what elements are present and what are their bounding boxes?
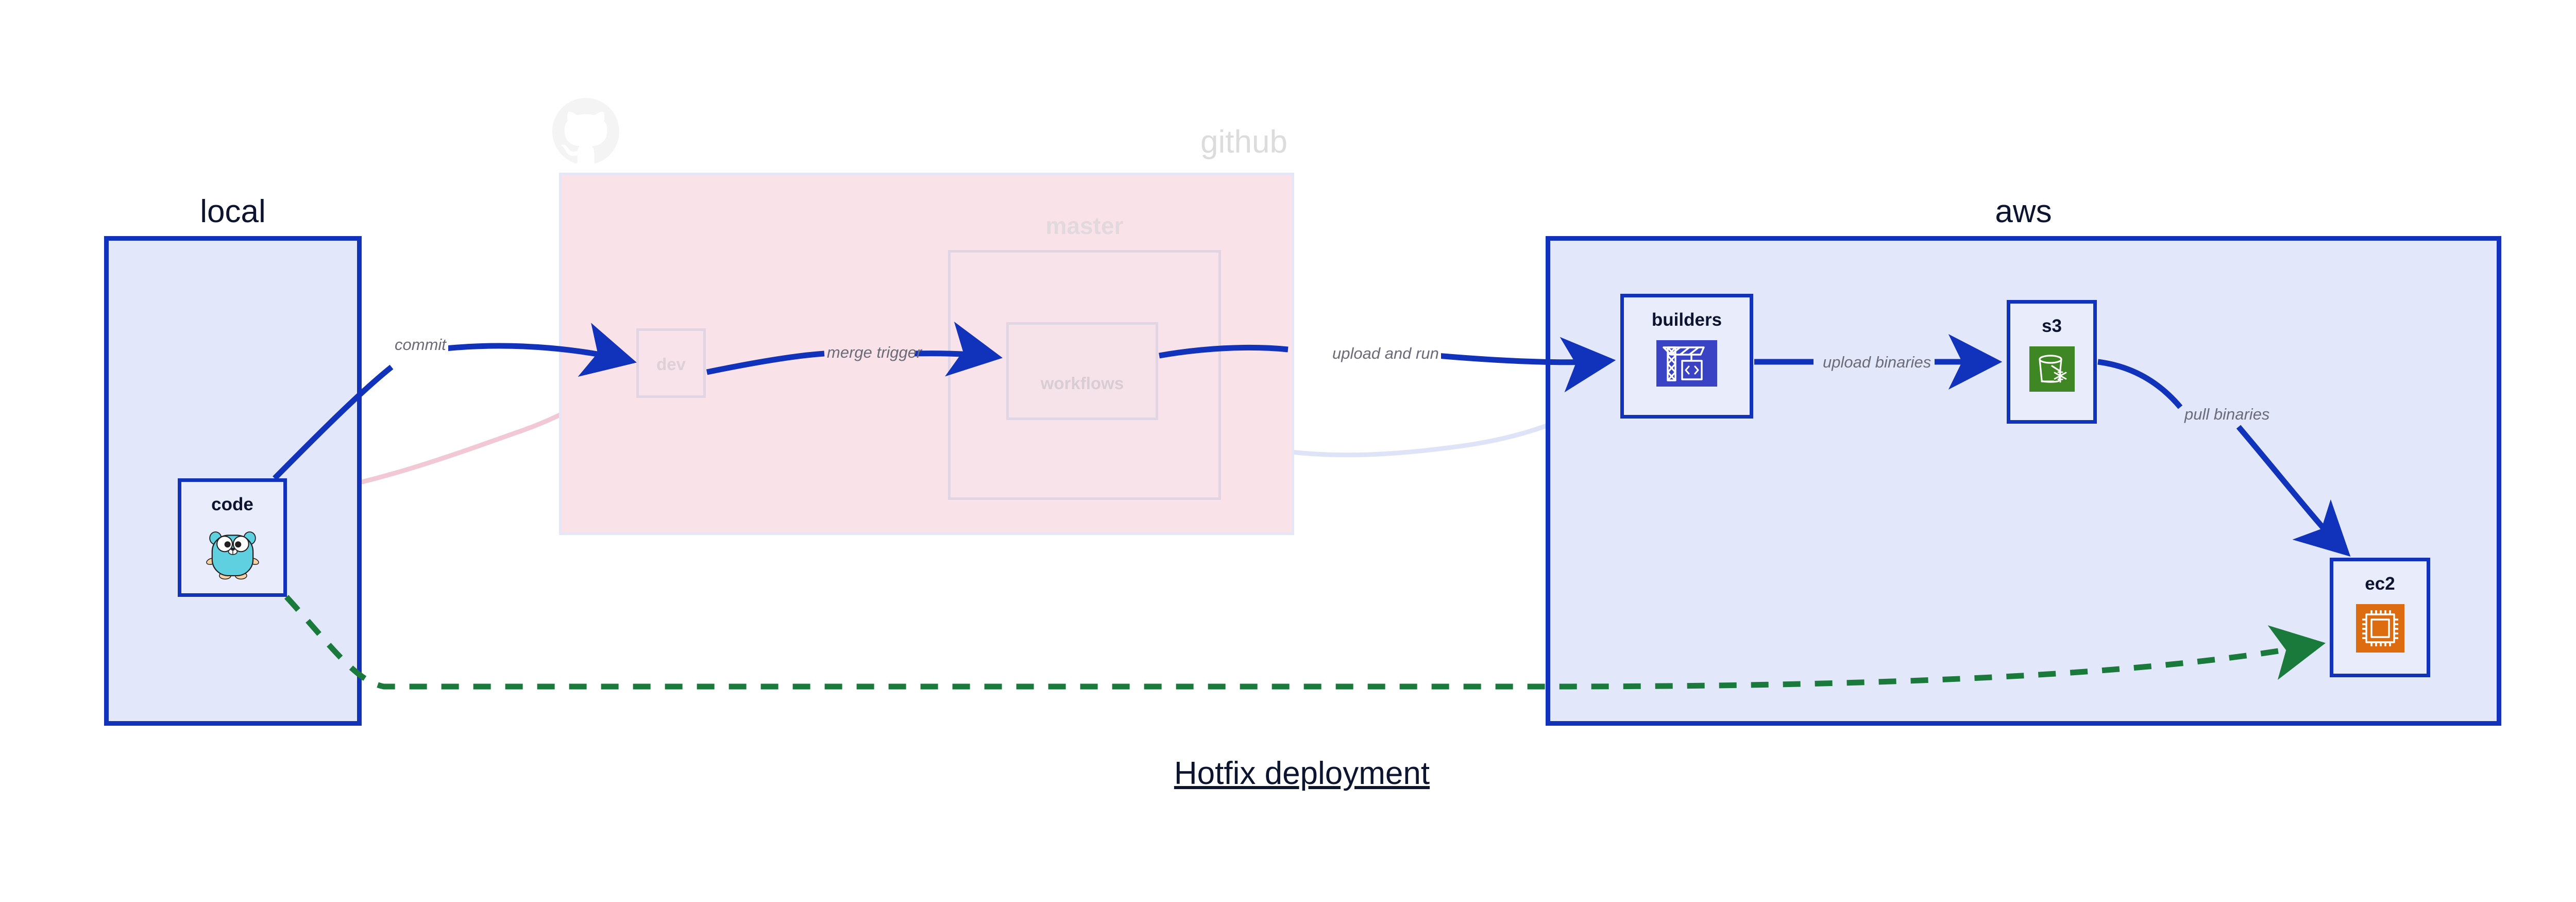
edge-hotfix-direct xyxy=(284,595,2326,690)
aws-s3-glacier-icon xyxy=(2029,346,2075,394)
group-label-local: local xyxy=(200,194,266,229)
group-label-aws: aws xyxy=(1995,194,2052,229)
node-label-ec2: ec2 xyxy=(2365,574,2395,594)
node-ec2[interactable]: ec2 xyxy=(2330,558,2430,677)
edge-commit-tail xyxy=(445,323,637,377)
edge-pull-binaries-head xyxy=(2097,359,2183,409)
edge-merge-trigger-tail xyxy=(914,322,1003,377)
edge-upload-and-run-tail xyxy=(1437,337,1616,393)
faded-label-workflows: workflows xyxy=(1040,374,1124,393)
edge-commit xyxy=(273,364,394,480)
faded-box-dev xyxy=(636,328,706,398)
faded-label-master: master xyxy=(1045,212,1124,239)
github-octocat-logo xyxy=(552,98,619,165)
aws-ec2-icon xyxy=(2355,604,2404,655)
node-builders[interactable]: builders xyxy=(1620,294,1753,419)
edge-label-upload-binaries: upload binaries xyxy=(1821,354,1934,370)
node-label-code: code xyxy=(211,494,253,514)
node-label-builders: builders xyxy=(1651,310,1722,330)
faded-label-dev: dev xyxy=(656,355,686,374)
edge-label-commit: commit xyxy=(393,337,448,353)
faded-box-workflows xyxy=(1006,322,1158,420)
edge-merge-trigger-head xyxy=(706,350,825,375)
node-s3[interactable]: s3 xyxy=(2007,300,2097,424)
edge-pull-binaries-tail xyxy=(2236,425,2351,557)
edge-upload-and-run-head xyxy=(1159,344,1289,359)
edge-label-merge-trigger: merge trigger xyxy=(827,343,922,361)
go-gopher-icon xyxy=(204,525,261,585)
edge-label-pull-binaries: pull binaries xyxy=(2182,406,2272,422)
node-code[interactable]: code xyxy=(178,478,287,597)
group-label-github: github xyxy=(1200,124,1287,160)
aws-codebuild-icon xyxy=(1656,340,1717,389)
edge-label-upload-and-run: upload and run xyxy=(1330,345,1441,361)
node-label-s3: s3 xyxy=(2042,316,2062,336)
diagram-title: Hotfix deployment xyxy=(1174,756,1430,791)
